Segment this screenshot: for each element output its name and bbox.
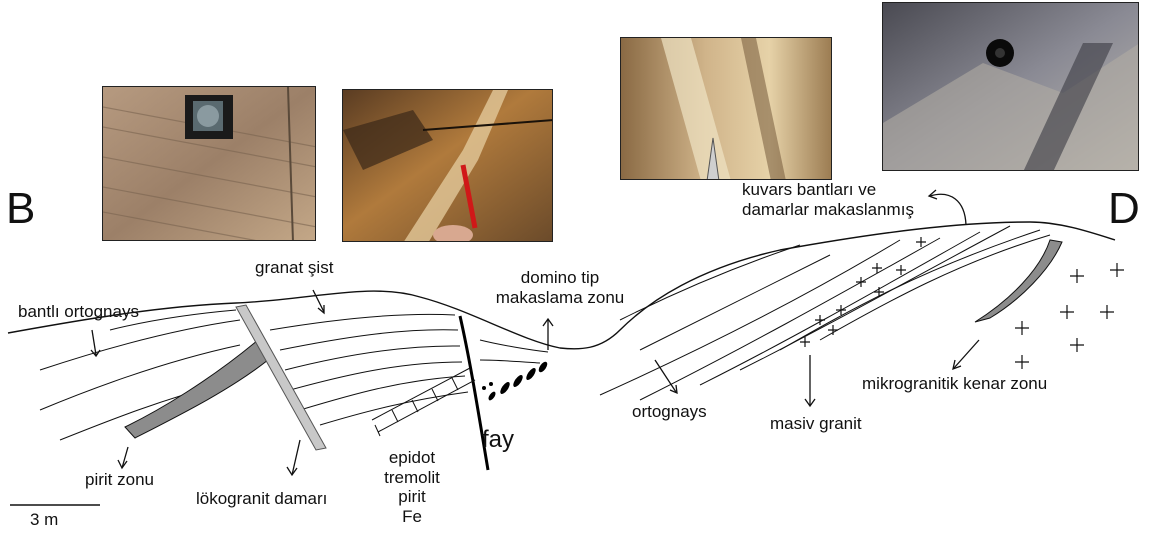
label-ortognays: ortognays (632, 402, 707, 422)
granite-crosses (800, 237, 1124, 369)
label-mineral-list: epidot tremolit pirit Fe (362, 448, 462, 526)
label-kuvars-line-1: kuvars bantları ve (742, 180, 914, 200)
pirit-zone-lens (125, 340, 268, 438)
lokogranit-dike (236, 305, 326, 450)
direction-right-label: D (1108, 184, 1140, 235)
label-lokogranit-damari: lökogranit damarı (196, 489, 327, 509)
label-epidot: epidot (362, 448, 462, 468)
label-granat-sist: granat şist (255, 258, 333, 278)
label-pirit: pirit (362, 487, 462, 507)
direction-left-label: B (6, 184, 35, 235)
label-kuvars-line-2: damarlar makaslanmış (742, 200, 914, 220)
label-domino: domino tip makaslama zonu (490, 268, 630, 307)
label-fay: fay (482, 426, 514, 454)
label-pirit-zonu: pirit zonu (85, 470, 154, 490)
label-tremolit: tremolit (362, 468, 462, 488)
epidot-band (372, 368, 475, 436)
label-mikrogranitik: mikrogranitik kenar zonu (862, 374, 1047, 394)
label-masiv-granit: masiv granit (770, 414, 862, 434)
domino-blocks (482, 360, 549, 401)
mikrogranitik-lens (975, 240, 1062, 322)
label-fe: Fe (362, 507, 462, 527)
label-domino-line-2: makaslama zonu (490, 288, 630, 308)
label-domino-line-1: domino tip (490, 268, 630, 288)
scale-bar-label: 3 m (30, 510, 58, 530)
label-kuvars: kuvars bantları ve damarlar makaslanmış (742, 180, 914, 219)
label-bantli-ortognays: bantlı ortognays (18, 302, 139, 322)
